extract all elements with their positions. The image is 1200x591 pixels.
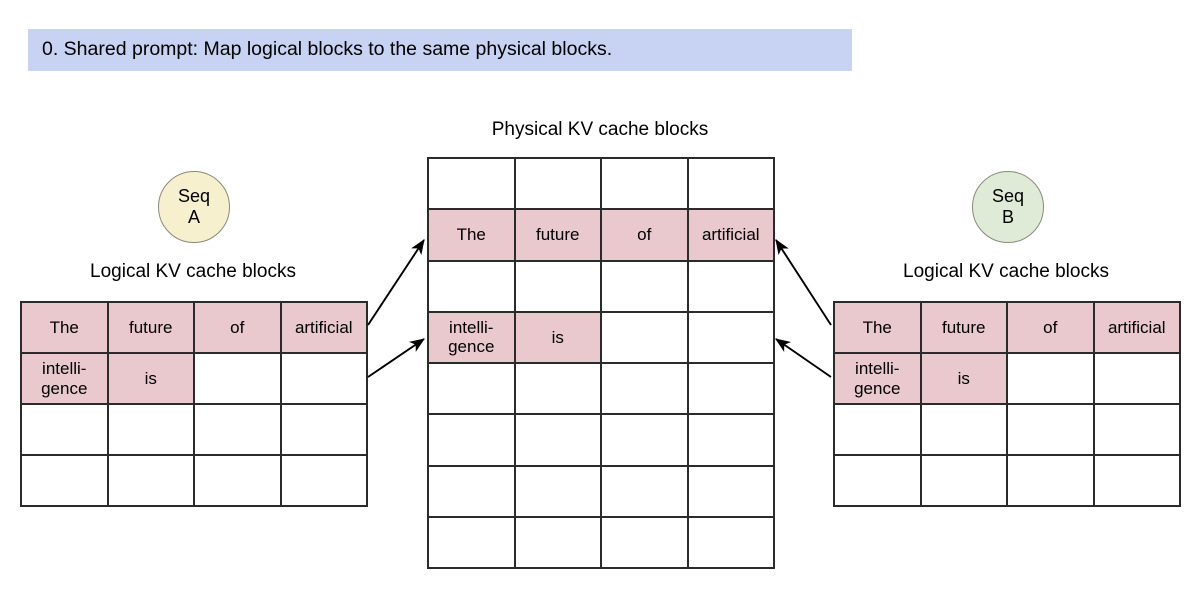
kv-block-empty [1008, 354, 1095, 405]
kv-block-empty [921, 405, 1008, 456]
kv-block-empty [688, 312, 775, 364]
arrow-seq-a-block0-to-physical-row2 [367, 239, 425, 326]
kv-block-empty [515, 466, 602, 518]
kv-block-empty [22, 405, 109, 456]
kv-block-empty [429, 261, 516, 313]
kv-block-empty [602, 517, 689, 569]
kv-block-empty [602, 159, 689, 211]
kv-block-filled: of [195, 303, 282, 354]
kv-block-empty [515, 517, 602, 569]
kv-block-filled: intelli-gence [835, 354, 922, 405]
kv-block-filled: future [108, 303, 195, 354]
kv-block-filled: is [108, 354, 195, 405]
kv-block-empty [108, 405, 195, 456]
kv-block-empty [281, 354, 368, 405]
kv-block-empty [688, 517, 775, 569]
kv-block-empty [602, 466, 689, 518]
arrow-seq-a-block1-to-physical-row4 [367, 338, 425, 378]
sequence-badge-a-line1: Seq [177, 186, 211, 207]
kv-block-empty [688, 466, 775, 518]
kv-block-empty [195, 405, 282, 456]
kv-block-empty [835, 405, 922, 456]
kv-block-empty [515, 159, 602, 211]
kv-block-empty [281, 456, 368, 507]
kv-block-empty [688, 415, 775, 467]
kv-block-filled: intelli-gence [429, 312, 516, 364]
step-banner-text: 0. Shared prompt: Map logical blocks to … [42, 38, 613, 61]
kv-block-filled: future [515, 210, 602, 262]
sequence-badge-b-line1: Seq [991, 186, 1025, 207]
kv-block-empty [688, 261, 775, 313]
kv-block-empty [602, 415, 689, 467]
kv-block-filled: is [515, 312, 602, 364]
kv-block-filled: intelli-gence [22, 354, 109, 405]
kv-block-filled: of [1008, 303, 1095, 354]
kv-block-empty [1094, 456, 1181, 507]
kv-block-filled: of [602, 210, 689, 262]
kv-block-filled: artificial [688, 210, 775, 262]
logical-blocks-caption-b: Logical KV cache blocks [903, 261, 1109, 282]
kv-block-empty [602, 364, 689, 416]
step-banner: 0. Shared prompt: Map logical blocks to … [28, 29, 852, 71]
kv-block-empty [281, 405, 368, 456]
kv-block-empty [1094, 405, 1181, 456]
sequence-badge-b-line2: B [1001, 207, 1014, 227]
kv-block-empty [195, 354, 282, 405]
sequence-badge-a: Seq A [158, 171, 230, 243]
kv-block-empty [688, 159, 775, 211]
kv-block-empty [429, 466, 516, 518]
kv-block-filled: artificial [1094, 303, 1181, 354]
kv-block-empty [921, 456, 1008, 507]
kv-block-filled: The [22, 303, 109, 354]
kv-block-empty [835, 456, 922, 507]
kv-block-empty [429, 364, 516, 416]
kv-block-empty [602, 312, 689, 364]
kv-block-empty [602, 261, 689, 313]
kv-block-empty [515, 364, 602, 416]
physical-blocks-caption: Physical KV cache blocks [491, 119, 709, 140]
arrow-seq-b-block0-to-physical-row2 [775, 239, 832, 326]
kv-block-filled: The [429, 210, 516, 262]
kv-block-filled: future [921, 303, 1008, 354]
kv-block-empty [22, 456, 109, 507]
kv-block-filled: The [835, 303, 922, 354]
kv-block-empty [429, 517, 516, 569]
arrow-seq-b-block1-to-physical-row4 [775, 338, 832, 378]
kv-block-empty [1008, 405, 1095, 456]
kv-block-empty [108, 456, 195, 507]
kv-block-empty [1008, 456, 1095, 507]
logical-blocks-caption-a: Logical KV cache blocks [90, 261, 296, 282]
kv-block-empty [515, 415, 602, 467]
sequence-badge-b: Seq B [972, 171, 1044, 243]
kv-block-filled: artificial [281, 303, 368, 354]
kv-block-empty [429, 415, 516, 467]
kv-block-empty [1094, 354, 1181, 405]
kv-block-empty [688, 364, 775, 416]
kv-block-empty [195, 456, 282, 507]
kv-block-filled: is [921, 354, 1008, 405]
sequence-badge-a-line2: A [187, 207, 200, 227]
kv-block-empty [429, 159, 516, 211]
kv-block-empty [515, 261, 602, 313]
